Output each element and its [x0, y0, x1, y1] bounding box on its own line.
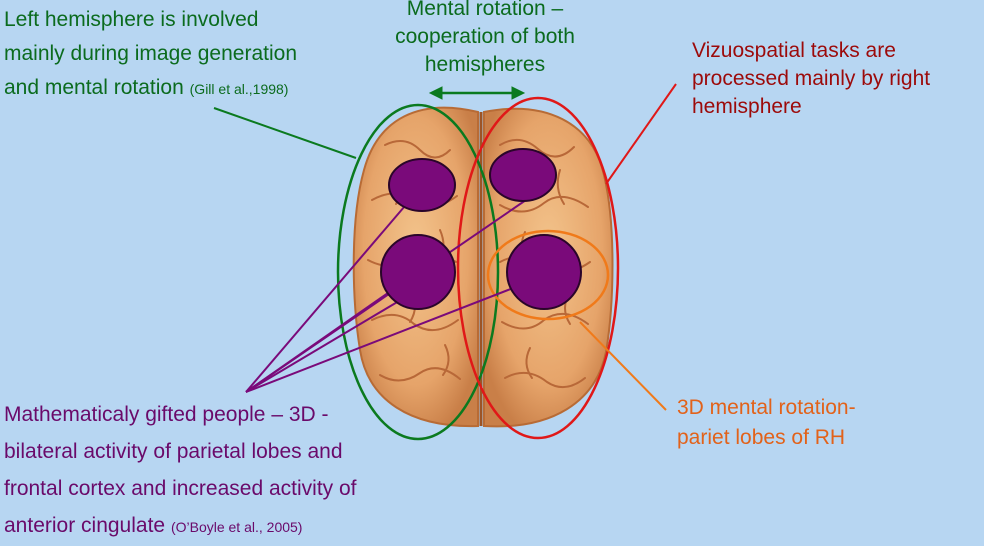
activation-parietal-left [380, 234, 456, 310]
label-left-hemisphere: Left hemisphere is involved mainly durin… [4, 3, 297, 106]
text-line: and mental rotation (Gill et al.,1998) [4, 71, 297, 106]
leader-left-hemisphere [213, 107, 357, 159]
text-line: hemisphere [692, 95, 802, 118]
citation: (Gill et al.,1998) [189, 81, 289, 97]
text-line: Mathematicaly gifted people – 3D - [4, 403, 329, 426]
bidirectional-arrow-icon [428, 86, 526, 100]
text-line: bilateral activity of parietal lobes and [4, 440, 343, 463]
text-line: processed mainly by right [692, 67, 931, 90]
text-line: anterior cingulate [4, 514, 166, 537]
left-hemisphere-ellipse [336, 103, 500, 441]
citation: (O’Boyle et al., 2005) [170, 519, 303, 535]
right-hemisphere-ellipse [456, 96, 620, 440]
activation-frontal-left [388, 158, 456, 212]
activation-parietal-right [506, 234, 582, 310]
text-line: frontal cortex and increased activity of [4, 477, 357, 500]
text-line: Left hemisphere is involved [4, 8, 259, 31]
text-line: Vizuospatial tasks are [692, 39, 896, 62]
text-line: Mental rotation – [406, 0, 564, 20]
activation-spots [380, 148, 582, 310]
parietal-rh-ellipse [486, 229, 610, 321]
label-gifted: Mathematicaly gifted people – 3D - bilat… [4, 396, 357, 546]
label-right-hemisphere: Vizuospatial tasks are processed mainly … [692, 37, 930, 121]
text-line: cooperation of both [395, 25, 575, 48]
text-line: 3D mental rotation- [677, 396, 856, 419]
activation-frontal-right [489, 148, 557, 202]
leader-right-hemisphere [605, 83, 677, 185]
text-line: pariet lobes of RH [677, 426, 846, 449]
text-line: anterior cingulate (O’Boyle et al., 2005… [4, 507, 357, 546]
label-3d-rotation-rh: 3D mental rotation- pariet lobes of RH [677, 393, 856, 453]
text-line: hemispheres [424, 53, 546, 76]
text-line: and mental rotation [4, 76, 184, 99]
label-mental-rotation: Mental rotation – cooperation of both he… [360, 0, 610, 79]
text-line: mainly during image generation [4, 42, 298, 65]
leader-3d-rh [579, 321, 667, 411]
